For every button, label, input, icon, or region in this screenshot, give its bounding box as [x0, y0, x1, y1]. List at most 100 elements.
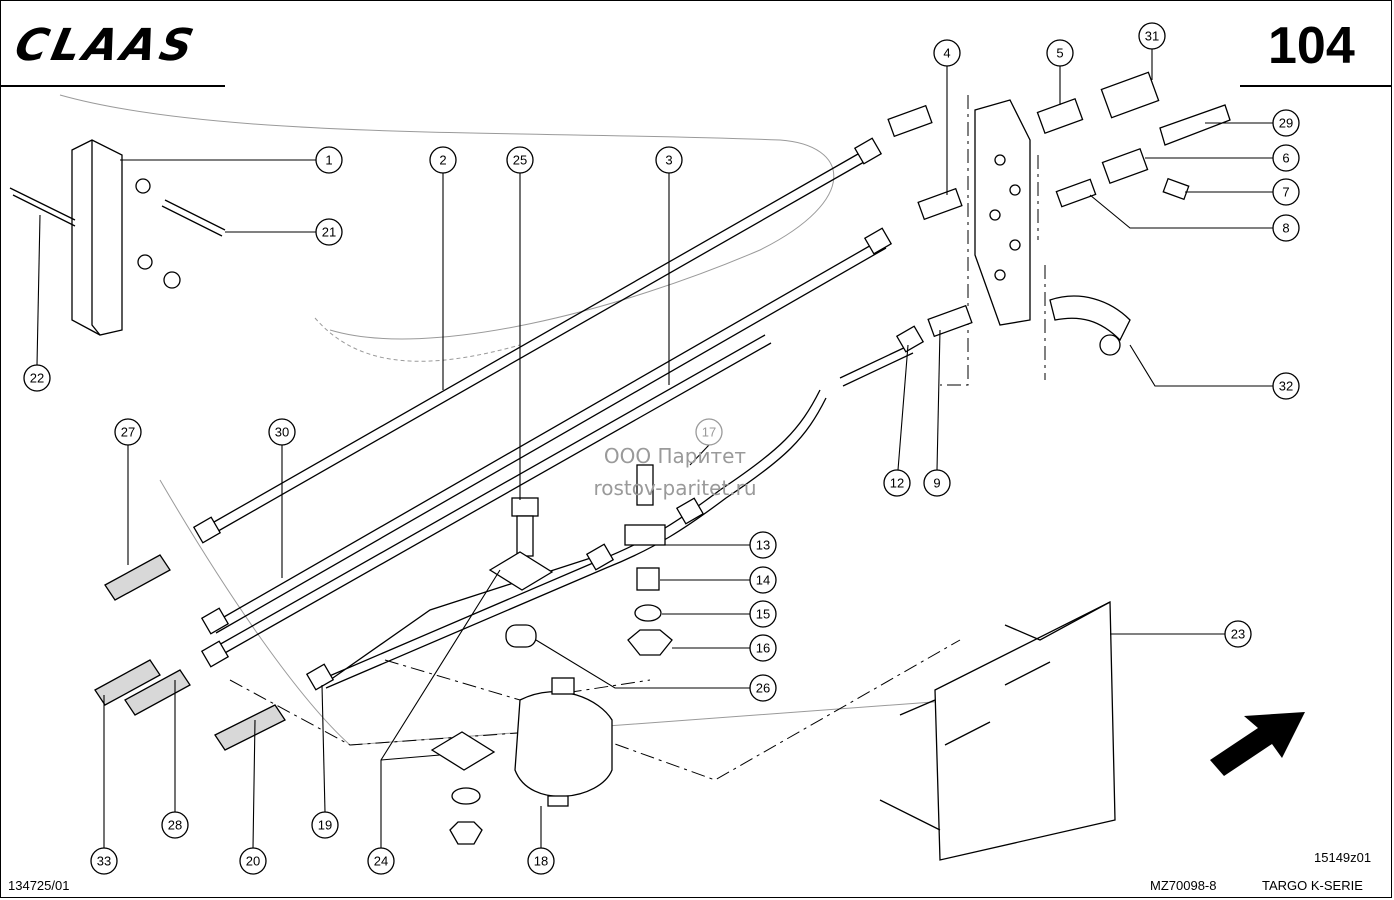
bolt-22 — [9, 187, 76, 221]
fitting-14 — [636, 567, 660, 591]
svg-text:15: 15 — [756, 607, 770, 622]
pipe-19 — [319, 389, 821, 681]
svg-text:6: 6 — [1282, 151, 1289, 166]
svg-text:27: 27 — [121, 425, 135, 440]
svg-text:24: 24 — [374, 854, 388, 869]
svg-text:4: 4 — [943, 46, 950, 61]
drawing-id: 15149z01 — [1314, 850, 1372, 865]
svg-text:29: 29 — [1279, 116, 1293, 131]
clamp-bar — [71, 139, 123, 336]
callout-28: 28 — [161, 811, 189, 839]
hose-end-20 — [214, 704, 286, 751]
svg-text:17: 17 — [702, 425, 716, 440]
callout-9: 9 — [923, 469, 951, 497]
callout-23: 23 — [1224, 620, 1252, 648]
pipe-30 — [209, 334, 766, 651]
callout-26: 26 — [749, 674, 777, 702]
nut-16 — [627, 629, 673, 656]
svg-text:8: 8 — [1282, 221, 1289, 236]
hose-end-28 — [124, 669, 191, 716]
svg-text:31: 31 — [1145, 29, 1159, 44]
bolt-25 — [511, 497, 539, 517]
svg-text:1: 1 — [325, 153, 332, 168]
svg-text:19: 19 — [318, 818, 332, 833]
svg-text:26: 26 — [756, 681, 770, 696]
callout-24: 24 — [367, 847, 395, 875]
callout-14: 14 — [749, 566, 777, 594]
tee-13 — [624, 524, 666, 546]
callout-12: 12 — [883, 469, 911, 497]
machine-outline — [59, 94, 835, 340]
tube-29 — [1159, 104, 1231, 146]
svg-text:3: 3 — [665, 153, 672, 168]
callout-4: 4 — [933, 39, 961, 67]
hose-end-33 — [94, 659, 161, 706]
svg-text:9: 9 — [933, 476, 940, 491]
svg-text:18: 18 — [534, 854, 548, 869]
callout-6: 6 — [1272, 144, 1300, 172]
header-rule-left — [0, 85, 225, 87]
svg-text:7: 7 — [1282, 185, 1289, 200]
pipe-12 — [839, 344, 911, 379]
svg-text:30: 30 — [275, 425, 289, 440]
bolt-21 — [164, 199, 226, 231]
svg-text:2: 2 — [439, 153, 446, 168]
header-rule-right — [1240, 85, 1392, 87]
callout-25: 25 — [506, 146, 534, 174]
nut-31 — [1100, 71, 1160, 119]
model-series: TARGO K-SERIE — [1262, 878, 1363, 893]
fitting-6 — [1101, 147, 1149, 185]
callout-5: 5 — [1046, 39, 1074, 67]
hose-end-27 — [104, 554, 171, 601]
callout-33: 33 — [90, 847, 118, 875]
fitting-7 — [1162, 177, 1190, 201]
svg-text:25: 25 — [513, 153, 527, 168]
svg-text:5: 5 — [1056, 46, 1063, 61]
callout-20: 20 — [239, 847, 267, 875]
hose-32 — [1049, 295, 1131, 342]
svg-text:22: 22 — [30, 371, 44, 386]
callout-27: 27 — [114, 418, 142, 446]
svg-text:14: 14 — [756, 573, 770, 588]
accumulator-18 — [514, 691, 613, 798]
callout-32: 32 — [1272, 372, 1300, 400]
callout-30: 30 — [268, 418, 296, 446]
svg-text:21: 21 — [322, 225, 336, 240]
spacer-26 — [505, 624, 537, 648]
svg-text:13: 13 — [756, 538, 770, 553]
callout-19: 19 — [311, 811, 339, 839]
direction-arrow — [1210, 712, 1305, 776]
pipe-2 — [199, 149, 866, 531]
catalog-code: MZ70098-8 — [1150, 878, 1217, 893]
callout-8: 8 — [1272, 214, 1300, 242]
callout-18: 18 — [527, 847, 555, 875]
svg-text:33: 33 — [97, 854, 111, 869]
pipe-3 — [209, 239, 881, 626]
watermark-site: rostov-paritet.ru — [593, 476, 757, 500]
page-number: 104 — [1268, 17, 1355, 75]
callout-2: 2 — [429, 146, 457, 174]
callout-21: 21 — [315, 218, 343, 246]
callout-13: 13 — [749, 531, 777, 559]
svg-text:12: 12 — [890, 476, 904, 491]
watermark: ООО Паритет rostov-paritet.ru — [560, 440, 790, 504]
seal-15 — [634, 604, 662, 622]
callout-29: 29 — [1272, 109, 1300, 137]
svg-text:32: 32 — [1279, 379, 1293, 394]
svg-text:23: 23 — [1231, 627, 1245, 642]
callout-31: 31 — [1138, 22, 1166, 50]
watermark-company: ООО Паритет — [603, 444, 747, 468]
svg-text:16: 16 — [756, 641, 770, 656]
fitting-8 — [1055, 178, 1097, 208]
callout-3: 3 — [655, 146, 683, 174]
square-washer-24 — [488, 551, 554, 591]
svg-text:20: 20 — [246, 854, 260, 869]
fitting-5 — [1036, 97, 1084, 135]
callout-15: 15 — [749, 600, 777, 628]
mounting-plate — [974, 99, 1031, 326]
document-number: 134725/01 — [8, 878, 70, 893]
fitting-9 — [927, 304, 973, 338]
svg-text:28: 28 — [168, 818, 182, 833]
